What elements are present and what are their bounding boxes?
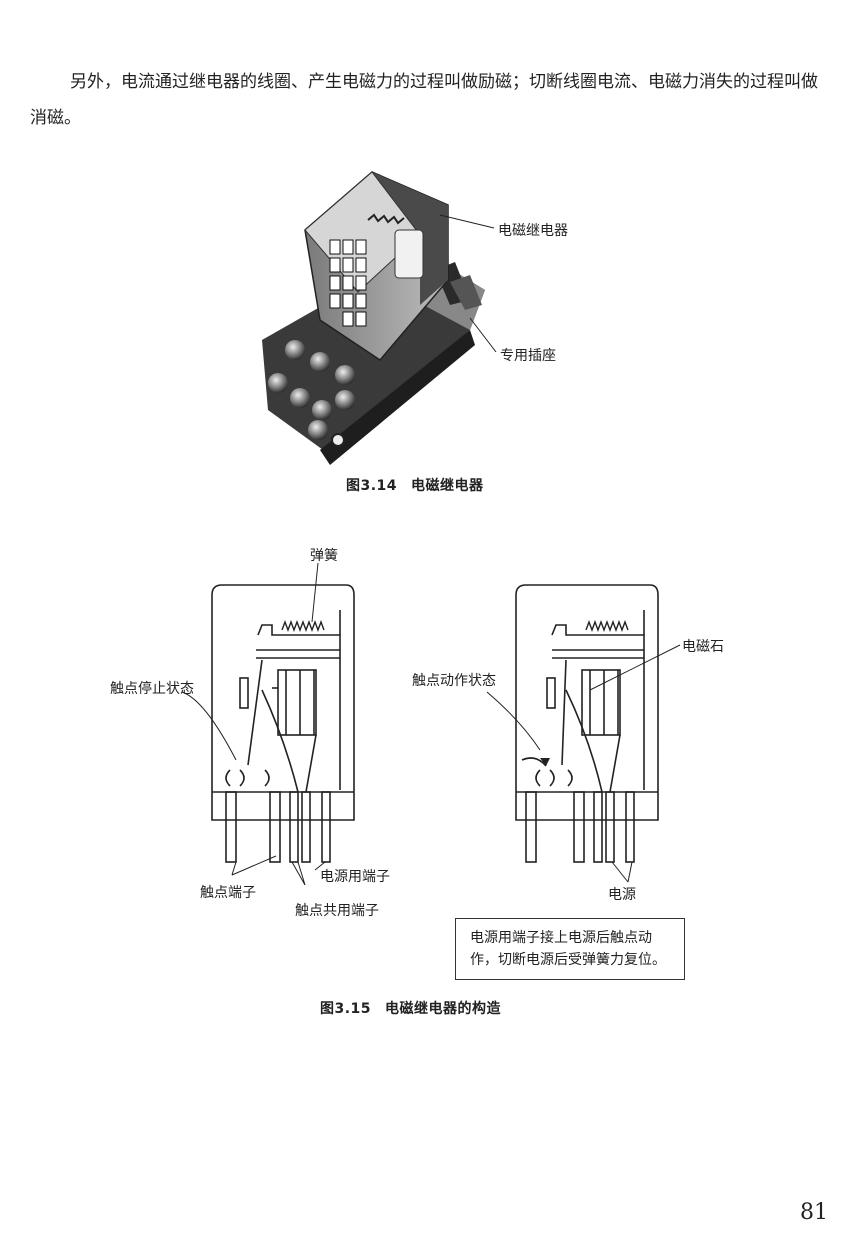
- figure-3-15-caption: 图3.15 电磁继电器的构造: [320, 998, 501, 1018]
- caption-number: 图3.15: [320, 1001, 372, 1017]
- label-common-terminal: 触点共用端子: [295, 903, 379, 919]
- page-number: 81: [800, 1200, 828, 1225]
- label-relay: 电磁继电器: [498, 223, 568, 239]
- label-power-terminal: 电源用端子: [320, 869, 390, 885]
- label-power: 电源: [608, 887, 636, 903]
- label-contact-action: 触点动作状态: [412, 673, 496, 689]
- label-socket: 专用插座: [500, 348, 556, 364]
- socket-screws: [268, 340, 355, 440]
- label-contact-terminal: 触点端子: [200, 885, 256, 901]
- note-box: 电源用端子接上电源后触点动作，切断电源后受弹簧力复位。: [455, 918, 685, 980]
- label-electromagnet: 电磁石: [682, 639, 724, 655]
- label-spring: 弹簧: [310, 548, 338, 564]
- caption-title: 电磁继电器的构造: [385, 1001, 502, 1017]
- figure-3-14-caption: 图3.14 电磁继电器: [346, 475, 484, 495]
- caption-number: 图3.14: [346, 478, 398, 494]
- body-paragraph: 另外，电流通过继电器的线圈、产生电磁力的过程叫做励磁；切断线圈电流、电磁力消失的…: [30, 72, 818, 128]
- caption-title: 电磁继电器: [411, 478, 484, 494]
- label-contact-stop: 触点停止状态: [110, 681, 194, 697]
